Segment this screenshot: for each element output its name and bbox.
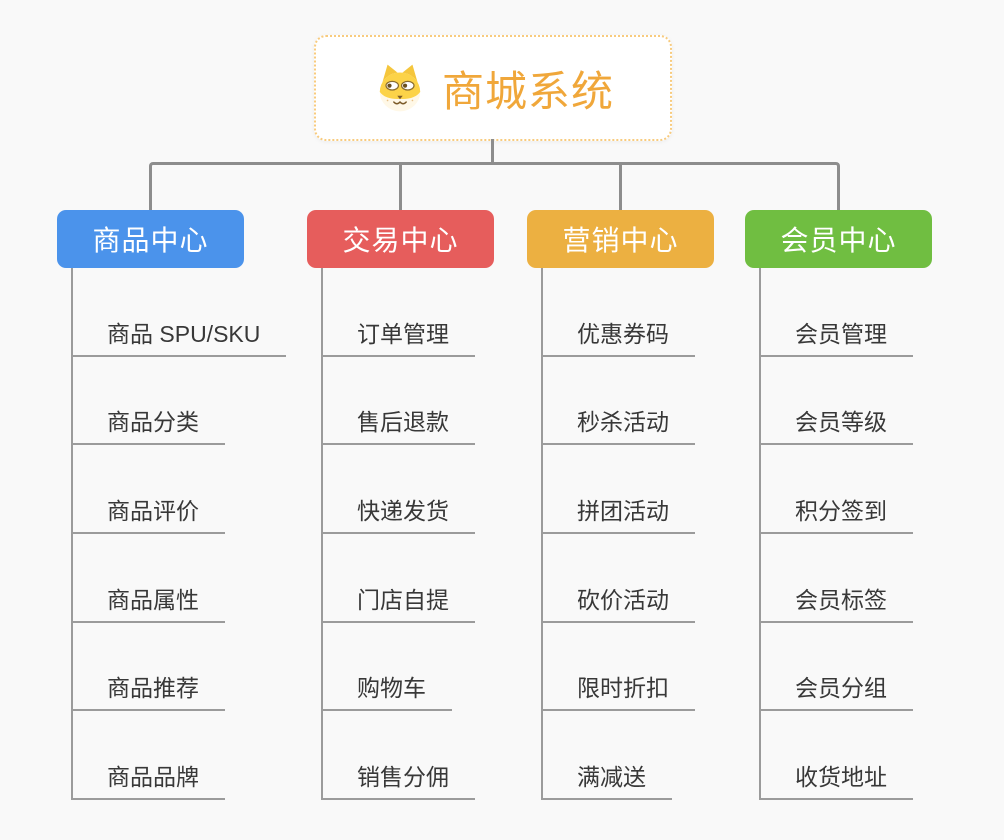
branch-marketing-center: 营销中心 优惠券码 秒杀活动 拼团活动 砍价活动 限时折扣 满减送 — [527, 210, 787, 801]
branch-product-center: 商品中心 商品 SPU/SKU 商品分类 商品评价 商品属性 商品推荐 商品品牌 — [57, 210, 317, 801]
topic-node[interactable]: 拼团活动 — [543, 445, 695, 535]
branch-children-member: 会员管理 会员等级 积分签到 会员标签 会员分组 收货地址 — [759, 268, 1004, 801]
branch-header-marketing[interactable]: 营销中心 — [527, 210, 714, 268]
branch-member-center: 会员中心 会员管理 会员等级 积分签到 会员标签 会员分组 收货地址 — [745, 210, 1004, 801]
topic-node[interactable]: 快递发货 — [323, 445, 475, 535]
branch-header-product[interactable]: 商品中心 — [57, 210, 244, 268]
branch-children-marketing: 优惠券码 秒杀活动 拼团活动 砍价活动 限时折扣 满减送 — [541, 268, 787, 801]
topic-node[interactable]: 秒杀活动 — [543, 357, 695, 446]
connector-root-trunk — [491, 139, 494, 165]
topic-node[interactable]: 砍价活动 — [543, 534, 695, 623]
topic-node[interactable]: 销售分佣 — [323, 711, 475, 801]
topic-node[interactable]: 限时折扣 — [543, 623, 695, 712]
branch-trade-center: 交易中心 订单管理 售后退款 快递发货 门店自提 购物车 销售分佣 — [307, 210, 567, 801]
topic-node[interactable]: 会员分组 — [761, 623, 913, 712]
topic-node[interactable]: 商品分类 — [73, 357, 225, 446]
topic-node[interactable]: 购物车 — [323, 623, 452, 712]
connector-frame — [149, 162, 840, 210]
branch-children-trade: 订单管理 售后退款 快递发货 门店自提 购物车 销售分佣 — [321, 268, 567, 801]
topic-node[interactable]: 商品推荐 — [73, 623, 225, 712]
topic-node[interactable]: 积分签到 — [761, 445, 913, 535]
topic-node[interactable]: 收货地址 — [761, 711, 913, 801]
topic-node[interactable]: 会员标签 — [761, 534, 913, 623]
topic-node[interactable]: 售后退款 — [323, 357, 475, 446]
topic-node[interactable]: 商品属性 — [73, 534, 225, 623]
branch-children-product: 商品 SPU/SKU 商品分类 商品评价 商品属性 商品推荐 商品品牌 — [71, 268, 317, 801]
topic-node[interactable]: 商品评价 — [73, 445, 225, 535]
branch-header-member[interactable]: 会员中心 — [745, 210, 932, 268]
topic-node[interactable]: 会员管理 — [761, 268, 913, 357]
branch-header-trade[interactable]: 交易中心 — [307, 210, 494, 268]
topic-node[interactable]: 满减送 — [543, 711, 672, 801]
root-node[interactable]: 商城系统 — [314, 35, 672, 141]
connector-drop-trade — [399, 162, 402, 210]
topic-node[interactable]: 商品 SPU/SKU — [73, 268, 287, 357]
topic-node[interactable]: 商品品牌 — [73, 711, 225, 801]
topic-node[interactable]: 门店自提 — [323, 534, 475, 623]
topic-node[interactable]: 订单管理 — [323, 268, 475, 357]
root-title: 商城系统 — [441, 67, 614, 115]
topic-node[interactable]: 会员等级 — [761, 357, 913, 446]
connector-drop-marketing — [619, 162, 622, 210]
dog-face-icon — [379, 64, 421, 112]
topic-node[interactable]: 优惠券码 — [543, 268, 695, 357]
